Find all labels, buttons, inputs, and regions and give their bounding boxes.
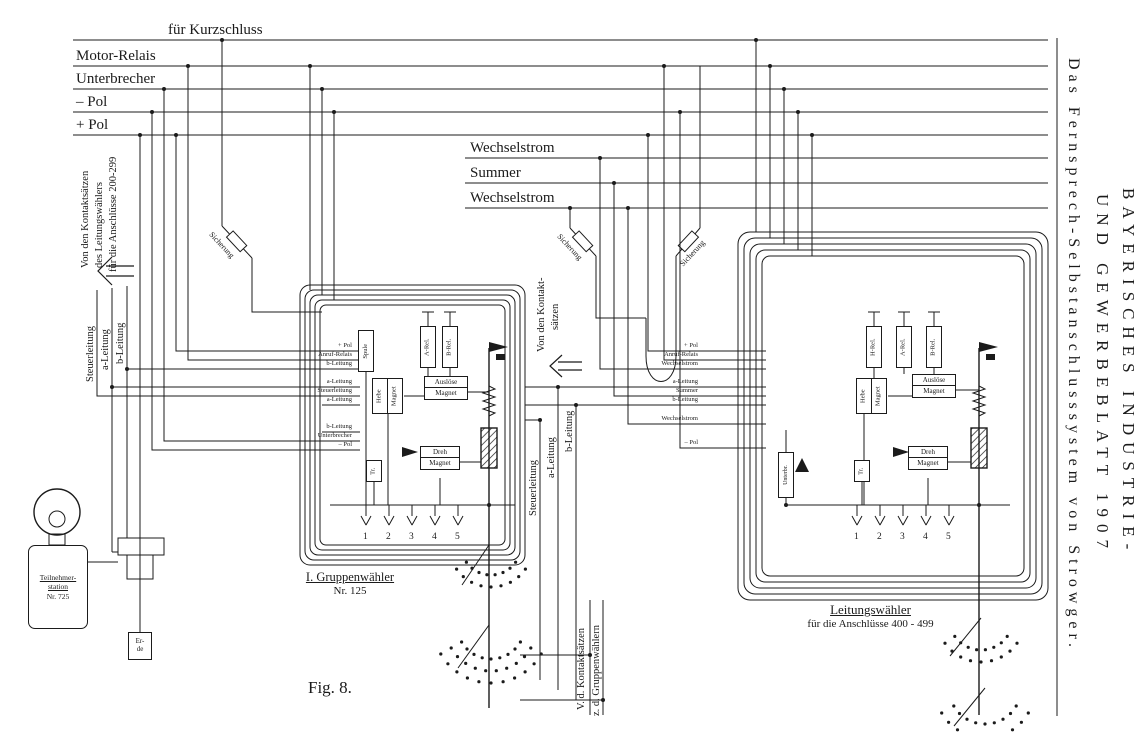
center-wire-label-b-leitung: b-Leitung <box>564 410 575 452</box>
journal-title-line1: BAYERISCHES INDUSTRIE- <box>1119 188 1138 557</box>
ausloesemagnet: Auslöse Magnet <box>912 374 956 398</box>
left-wire-label-steuerleitung: Steuerleitung <box>85 326 96 382</box>
left-wire-label-a-leitung: a-Leitung <box>100 329 111 370</box>
direction-arrows <box>97 256 582 378</box>
rail-label: Wechselstrom <box>661 415 698 422</box>
coil-b-relais: B-Rel. <box>926 326 942 368</box>
rail-label: Anruf-Relais <box>318 351 352 358</box>
center-bottom-note-line1: V. d. Kontaktsätzen <box>576 627 587 710</box>
earth-symbol: Er- de <box>128 632 152 660</box>
left-feed-wires <box>96 40 360 632</box>
line-selector-title: Leitungswähler für die Anschlüsse 400 - … <box>807 602 934 630</box>
selector-carriage <box>480 427 498 469</box>
bus-label-unterbrecher: Unterbrecher <box>76 71 156 87</box>
selector-shafts <box>457 348 988 727</box>
coil-a-relais: A-Rel. <box>420 326 436 368</box>
telephone-station-symbol <box>33 488 165 580</box>
contact-number: 1 <box>363 532 368 542</box>
shaft-pennants <box>402 342 998 472</box>
left-note-line2: des Leitungswählers <box>94 181 105 268</box>
contact-number: 3 <box>900 532 905 542</box>
center-wire-label-a-leitung: a-Leitung <box>546 437 557 478</box>
rail-label: Steuerleitung <box>317 387 352 394</box>
rail-label: Anruf-Relais <box>664 351 698 358</box>
bus-label-wechselstrom-2: Wechselstrom <box>470 190 555 206</box>
contact-number: 4 <box>923 532 928 542</box>
left-note-line1: Von den Kontaktsätzen <box>80 170 91 268</box>
rail-label: – Pol <box>338 441 352 448</box>
fuse-symbol <box>677 230 700 253</box>
line-selector-internal-wires <box>785 311 1010 506</box>
trafo-box: Tr. <box>366 460 382 482</box>
rail-label: Unterbrecher <box>317 432 352 439</box>
rail-label: b-Leitung <box>326 423 352 430</box>
left-wire-label-b-leitung: b-Leitung <box>115 322 126 364</box>
wiper-arrow <box>893 447 909 457</box>
rail-label: a-Leitung <box>326 378 352 385</box>
rail-label: – Pol <box>684 439 698 446</box>
wiper-arrow <box>402 447 418 457</box>
journal-title-line2: UND GEWERBEBLATT 1907 <box>1093 194 1112 556</box>
contact-number: 2 <box>877 532 882 542</box>
rail-label: + Pol <box>684 342 698 349</box>
figure-caption: Fig. 8. <box>308 678 352 697</box>
wall-bracket <box>117 537 165 556</box>
left-note-line3: für die Anschlüsse 200-299 <box>108 156 119 272</box>
center-note-line2: sätzen <box>550 303 561 330</box>
group-selector-loops <box>299 284 526 566</box>
selector-carriage <box>970 427 988 469</box>
contact-number: 2 <box>386 532 391 542</box>
right-feed-wires <box>525 40 813 449</box>
wiper-arrow <box>795 458 809 472</box>
telephone-station-label: Teilnehmer- station Nr. 725 <box>28 545 88 629</box>
junction-dots <box>110 38 981 702</box>
bank-contact-symbols <box>360 505 955 526</box>
center-bottom-note-line2: z. d. Gruppenwählern <box>591 625 602 716</box>
contact-number: 1 <box>854 532 859 542</box>
bus-label-motor-relais: Motor-Relais <box>76 48 156 64</box>
rail-label: a-Leitung <box>326 396 352 403</box>
center-trunk-wires <box>520 387 604 715</box>
contact-number: 5 <box>455 532 460 542</box>
rail-label: Summer <box>675 387 698 394</box>
rail-label: + Pol <box>338 342 352 349</box>
rail-label: a-Leitung <box>672 378 698 385</box>
contact-number: 3 <box>409 532 414 542</box>
coil-h-relais: H-Rel. <box>866 326 882 368</box>
rail-label: b-Leitung <box>326 360 352 367</box>
hebemagnet: Hebe Magnet <box>856 378 887 414</box>
bus-label-plus-pol: + Pol <box>76 117 109 133</box>
trafo-box: Tr. <box>854 460 870 482</box>
center-wire-label-steuerleitung: Steuerleitung <box>528 460 539 516</box>
fuse-wires <box>221 66 701 382</box>
line-selector-loops <box>737 231 1049 601</box>
bus-label-minus-pol: – Pol <box>76 94 108 110</box>
group-selector-internal-wires <box>330 311 515 506</box>
coil-b-relais: B-Rel. <box>442 326 458 368</box>
drehmagnet: Dreh Magnet <box>908 446 948 470</box>
drehmagnet: Dreh Magnet <box>420 446 460 470</box>
interrupter-box: Unterbr. <box>778 452 794 498</box>
rail-label: Wechselstrom <box>661 360 698 367</box>
wall-bracket <box>126 554 154 580</box>
bus-label-kurzschluss: für Kurzschluss <box>168 22 263 38</box>
contact-bank-arcs <box>439 560 1030 732</box>
coil-a-relais: A-Rel. <box>896 326 912 368</box>
center-note-line1: Von den Kontakt- <box>536 277 547 352</box>
ausloesemagnet: Auslöse Magnet <box>424 376 468 400</box>
fuse-symbol <box>225 230 248 253</box>
bus-label-wechselstrom-1: Wechselstrom <box>470 140 555 156</box>
hebemagnet: Hebe Magnet <box>372 378 403 414</box>
group-selector-title: I. Gruppenwähler Nr. 125 <box>305 570 395 597</box>
coil-spule: Spule <box>358 330 374 372</box>
article-title: Das Fernsprech-Selbstanschlusssystem von… <box>1065 58 1082 652</box>
rail-label: b-Leitung <box>672 396 698 403</box>
contact-number: 5 <box>946 532 951 542</box>
bus-label-summer: Summer <box>470 165 521 181</box>
fuse-symbol <box>571 230 594 253</box>
contact-number: 4 <box>432 532 437 542</box>
